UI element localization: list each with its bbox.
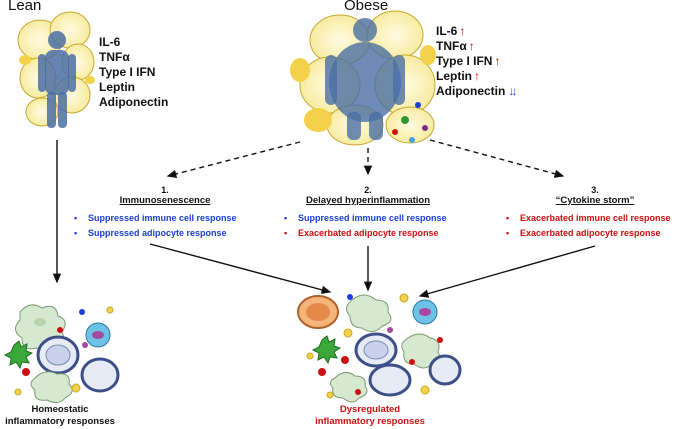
obese-cytokine-item: TNFα↑ xyxy=(436,39,475,53)
step-number: 3. xyxy=(591,185,599,195)
increase-arrow-icon: ↑ xyxy=(468,39,475,53)
step-title: “Cytokine storm” xyxy=(555,195,635,206)
lean-immune-cells xyxy=(3,304,120,404)
obese-cytokine-item: Leptin↑ xyxy=(436,69,480,83)
obese-immune-cells xyxy=(297,293,462,403)
lean-person-icon xyxy=(38,31,76,128)
obese-outcome-label: Dysregulated inflammatory responses xyxy=(315,404,425,427)
step-number: 1. xyxy=(161,185,169,195)
bullet-item: •Suppressed immune cell response xyxy=(74,213,237,223)
step-cytokine-storm: 3. “Cytokine storm” xyxy=(505,185,685,206)
decrease-arrow-icon: ↓↓ xyxy=(508,84,517,98)
step-title: Delayed hyperinflammation xyxy=(305,195,431,206)
obese-cytokine-item: Type I IFN↑ xyxy=(436,54,501,68)
lean-outcome-label: Homeostatic inflammatory responses xyxy=(5,404,115,427)
step-2-bullets: •Suppressed immune cell response •Exacer… xyxy=(284,211,447,241)
obese-cytokine-item: IL-6↑ xyxy=(436,24,466,38)
bullet-item: •Exacerbated adipocyte response xyxy=(284,228,439,238)
obese-title: Obese xyxy=(344,0,389,14)
lean-cytokine-item: IL-6 xyxy=(99,35,121,49)
lean-cytokine-item: Type I IFN xyxy=(99,65,156,79)
step-number: 2. xyxy=(364,185,372,195)
step-title: Immunosenescence xyxy=(119,195,211,206)
step-delayed-hyperinflammation: 2. Delayed hyperinflammation xyxy=(278,185,458,206)
obese-cytokine-item: Adiponectin↓↓ xyxy=(436,84,517,98)
obese-person-icon xyxy=(325,18,405,140)
obese-cytokine-list: IL-6↑ TNFα↑ Type I IFN↑ Leptin↑ Adiponec… xyxy=(436,24,517,99)
step-1-bullets: •Suppressed immune cell response •Suppre… xyxy=(74,211,237,241)
lean-cytokine-item: Adiponectin xyxy=(99,95,169,109)
increase-arrow-icon: ↑ xyxy=(459,24,466,38)
bullet-item: •Exacerbated immune cell response xyxy=(506,213,671,223)
bullet-item: •Suppressed adipocyte response xyxy=(74,228,227,238)
increase-arrow-icon: ↑ xyxy=(494,54,501,68)
lean-cytokine-list: IL-6 TNFα Type I IFN Leptin Adiponectin xyxy=(99,35,168,110)
lean-cytokine-item: TNFα xyxy=(99,50,130,64)
lean-cytokine-item: Leptin xyxy=(99,80,135,94)
lean-title: Lean xyxy=(8,0,42,14)
step-3-bullets: •Exacerbated immune cell response •Exace… xyxy=(506,211,671,241)
flow-arrows xyxy=(52,139,596,298)
increase-arrow-icon: ↑ xyxy=(474,69,480,83)
bullet-item: •Exacerbated adipocyte response xyxy=(506,228,661,238)
bullet-item: •Suppressed immune cell response xyxy=(284,213,447,223)
step-immunosenescence: 1. Immunosenescence xyxy=(70,185,260,206)
